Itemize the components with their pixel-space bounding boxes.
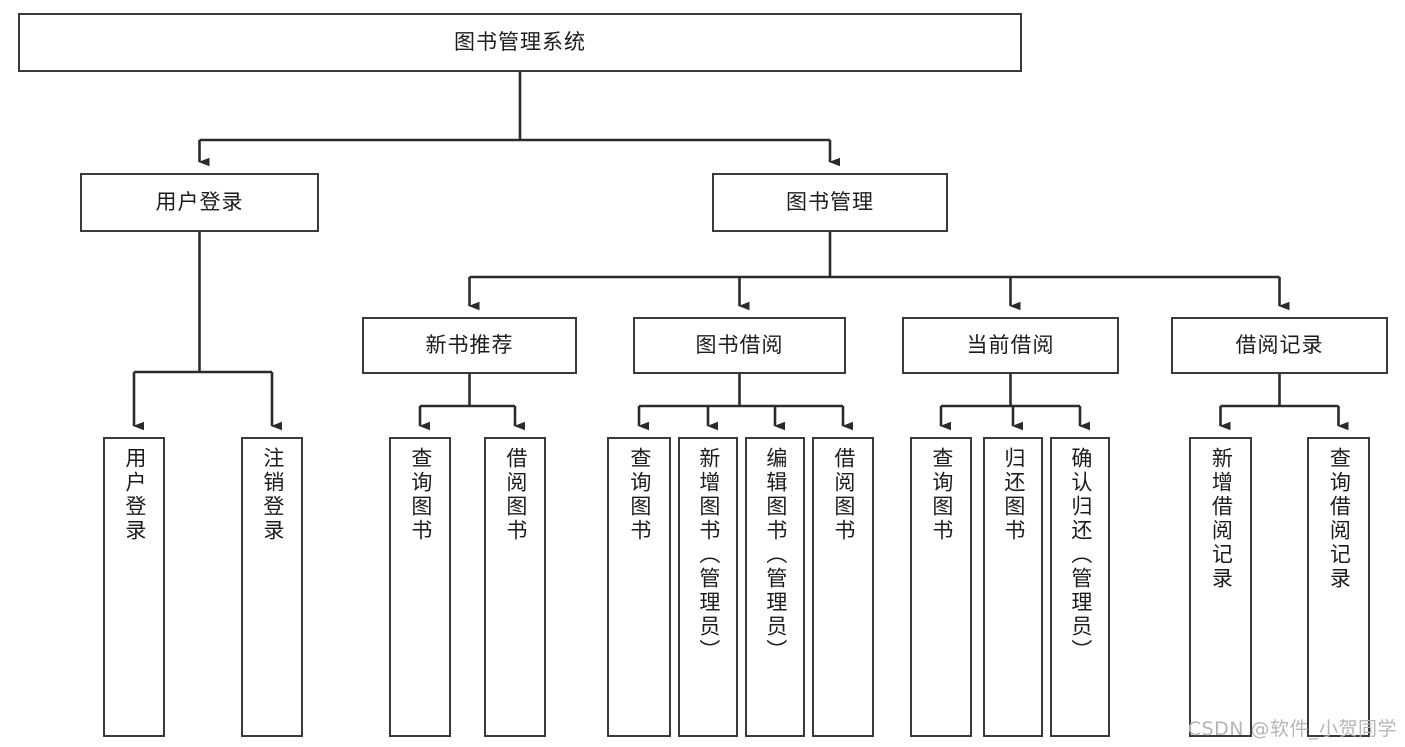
node-leaf-add-book[interactable]: 新增图书（管理员）: [678, 437, 738, 737]
node-leaf-user-login-label: 用户登录: [122, 447, 147, 543]
node-leaf-return-book-label: 归还图书: [1001, 447, 1026, 543]
node-book-manage-label: 图书管理: [786, 189, 874, 214]
node-leaf-add-record-label: 新增借阅记录: [1209, 447, 1234, 591]
node-leaf-add-record[interactable]: 新增借阅记录: [1189, 437, 1252, 737]
node-leaf-confirm-return[interactable]: 确认归还（管理员）: [1050, 437, 1110, 737]
node-leaf-edit-book-label: 编辑图书（管理员）: [763, 447, 788, 663]
node-new-book-recommend-label: 新书推荐: [425, 332, 514, 357]
node-leaf-query-book-1-label: 查询图书: [408, 447, 433, 543]
watermark: CSDN @软件_小贺同学: [1187, 718, 1397, 740]
node-leaf-query-book-1[interactable]: 查询图书: [389, 437, 451, 737]
node-leaf-query-record[interactable]: 查询借阅记录: [1307, 437, 1370, 737]
node-user-login[interactable]: 用户登录: [80, 173, 319, 232]
node-book-borrow-label: 图书借阅: [695, 332, 784, 357]
node-leaf-confirm-return-label: 确认归还（管理员）: [1068, 447, 1093, 663]
node-borrow-record[interactable]: 借阅记录: [1171, 317, 1388, 374]
node-leaf-user-login[interactable]: 用户登录: [103, 437, 165, 737]
node-leaf-query-book-3[interactable]: 查询图书: [910, 437, 972, 737]
node-leaf-query-book-2-label: 查询图书: [627, 447, 652, 543]
node-leaf-user-logout-label: 注销登录: [260, 447, 285, 543]
node-new-book-recommend[interactable]: 新书推荐: [362, 317, 577, 374]
node-borrow-record-label: 借阅记录: [1235, 332, 1324, 357]
node-root[interactable]: 图书管理系统: [18, 13, 1022, 72]
node-leaf-user-logout[interactable]: 注销登录: [241, 437, 303, 737]
node-leaf-edit-book[interactable]: 编辑图书（管理员）: [745, 437, 805, 737]
node-leaf-add-book-label: 新增图书（管理员）: [696, 447, 721, 663]
node-user-login-label: 用户登录: [155, 189, 244, 214]
node-leaf-query-record-label: 查询借阅记录: [1327, 447, 1352, 591]
node-leaf-query-book-3-label: 查询图书: [929, 447, 954, 543]
node-leaf-return-book[interactable]: 归还图书: [983, 437, 1043, 737]
node-leaf-query-book-2[interactable]: 查询图书: [607, 437, 671, 737]
node-book-borrow[interactable]: 图书借阅: [633, 317, 846, 374]
node-root-label: 图书管理系统: [454, 29, 586, 54]
node-book-manage[interactable]: 图书管理: [712, 173, 948, 232]
node-leaf-borrow-book-2-label: 借阅图书: [831, 447, 856, 543]
node-leaf-borrow-book-1[interactable]: 借阅图书: [484, 437, 546, 737]
node-leaf-borrow-book-1-label: 借阅图书: [503, 447, 528, 543]
node-current-borrow[interactable]: 当前借阅: [902, 317, 1119, 374]
node-current-borrow-label: 当前借阅: [966, 332, 1055, 357]
node-leaf-borrow-book-2[interactable]: 借阅图书: [812, 437, 874, 737]
